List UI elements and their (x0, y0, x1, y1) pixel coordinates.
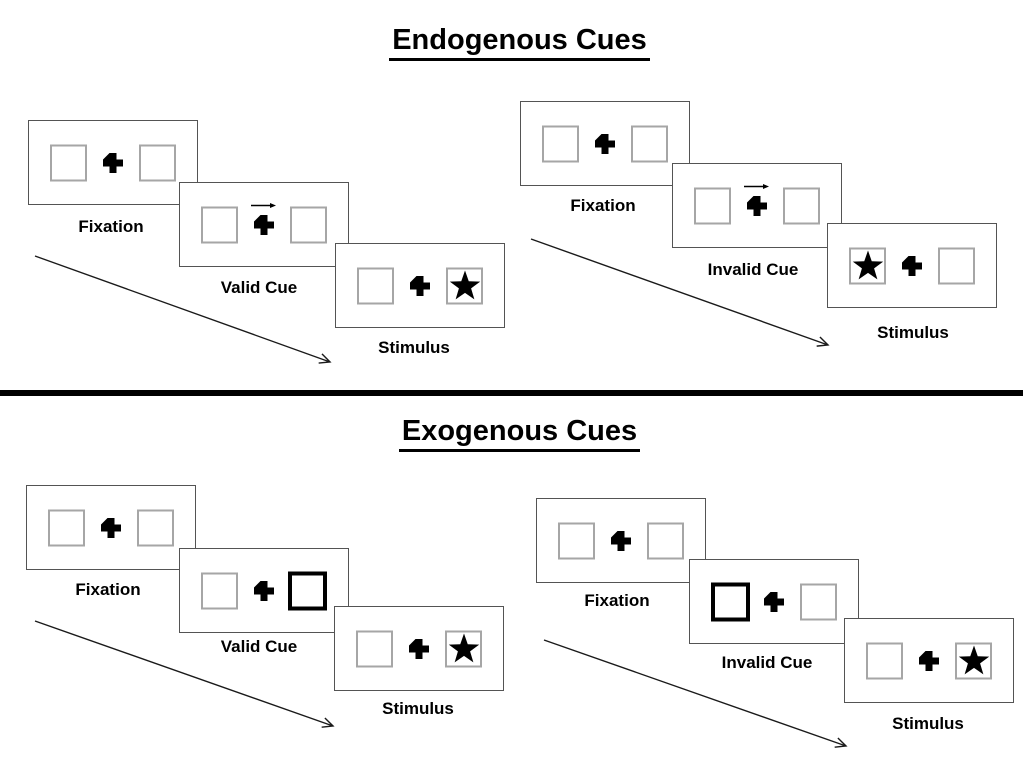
fixation-cross-icon (254, 580, 274, 601)
right-placeholder-box (938, 247, 975, 284)
star-stimulus-icon (958, 645, 989, 675)
left-stimulus-box (849, 247, 886, 284)
left-placeholder-box (558, 522, 595, 559)
section-divider (0, 390, 1023, 396)
right-stimulus-box (446, 267, 483, 304)
fixation-cross-icon (409, 638, 429, 659)
left-placeholder-box (50, 144, 87, 181)
panel-label-invalid-cue: Invalid Cue (721, 653, 813, 672)
panel-label-valid-cue: Valid Cue (220, 637, 298, 656)
left-placeholder-box (48, 509, 85, 546)
right-stimulus-box (445, 630, 482, 667)
cue-arrow-icon (251, 202, 276, 208)
fixation-cross-icon (410, 275, 430, 296)
cue-arrow-icon (744, 183, 769, 189)
right-placeholder-box (290, 206, 327, 243)
timeline-arrow (530, 238, 836, 353)
exo-valid-cue-panel (179, 548, 349, 633)
right-placeholder-box (800, 583, 837, 620)
left-placeholder-box (694, 187, 731, 224)
endo-invalid-cue-panel (672, 163, 842, 248)
endo-valid-fixation-panel (28, 120, 198, 205)
section-title-text: Exogenous Cues (398, 415, 641, 452)
left-placeholder-box (356, 630, 393, 667)
fixation-cross-icon (919, 650, 939, 671)
exo-valid-fixation-panel (26, 485, 196, 570)
endo-valid-stimulus-panel (335, 243, 505, 328)
endo-invalid-fixation-panel (520, 101, 690, 186)
fixation-cross-icon (254, 214, 274, 235)
timeline-arrow (34, 255, 338, 370)
star-stimulus-icon (449, 270, 480, 300)
right-stimulus-box (955, 642, 992, 679)
right-cue-highlight-box (288, 571, 327, 610)
exo-invalid-stimulus-panel (844, 618, 1014, 703)
panel-label-fixation: Fixation (584, 591, 650, 610)
endo-valid-cue-panel (179, 182, 349, 267)
panel-label-stimulus: Stimulus (378, 338, 450, 357)
panel-label-fixation: Fixation (78, 217, 144, 236)
right-placeholder-box (783, 187, 820, 224)
fixation-cross-icon (764, 591, 784, 612)
left-placeholder-box (357, 267, 394, 304)
fixation-cross-icon (902, 255, 922, 276)
endo-invalid-stimulus-panel (827, 223, 997, 308)
exo-valid-stimulus-panel (334, 606, 504, 691)
fixation-cross-icon (103, 152, 123, 173)
fixation-cross-icon (747, 195, 767, 216)
panel-label-valid-cue: Valid Cue (220, 278, 298, 297)
left-placeholder-box (542, 125, 579, 162)
exo-invalid-fixation-panel (536, 498, 706, 583)
panel-label-fixation: Fixation (570, 196, 636, 215)
star-stimulus-icon (448, 633, 479, 663)
panel-label-stimulus: Stimulus (892, 714, 964, 733)
right-placeholder-box (137, 509, 174, 546)
right-placeholder-box (139, 144, 176, 181)
fixation-cross-icon (595, 133, 615, 154)
right-placeholder-box (631, 125, 668, 162)
left-placeholder-box (201, 572, 238, 609)
panel-label-invalid-cue: Invalid Cue (707, 260, 799, 279)
section-title-endogenous: Endogenous Cues (0, 24, 1023, 61)
star-stimulus-icon (852, 250, 883, 280)
timeline-arrow (543, 639, 854, 754)
left-cue-highlight-box (711, 582, 750, 621)
left-placeholder-box (201, 206, 238, 243)
left-placeholder-box (866, 642, 903, 679)
panel-label-stimulus: Stimulus (877, 323, 949, 342)
timeline-arrow (34, 620, 341, 734)
fixation-cross-icon (101, 517, 121, 538)
section-title-exogenous: Exogenous Cues (0, 415, 1023, 452)
right-placeholder-box (647, 522, 684, 559)
panel-label-stimulus: Stimulus (382, 699, 454, 718)
panel-label-fixation: Fixation (75, 580, 141, 599)
exo-invalid-cue-panel (689, 559, 859, 644)
section-title-text: Endogenous Cues (389, 24, 650, 61)
fixation-cross-icon (611, 530, 631, 551)
